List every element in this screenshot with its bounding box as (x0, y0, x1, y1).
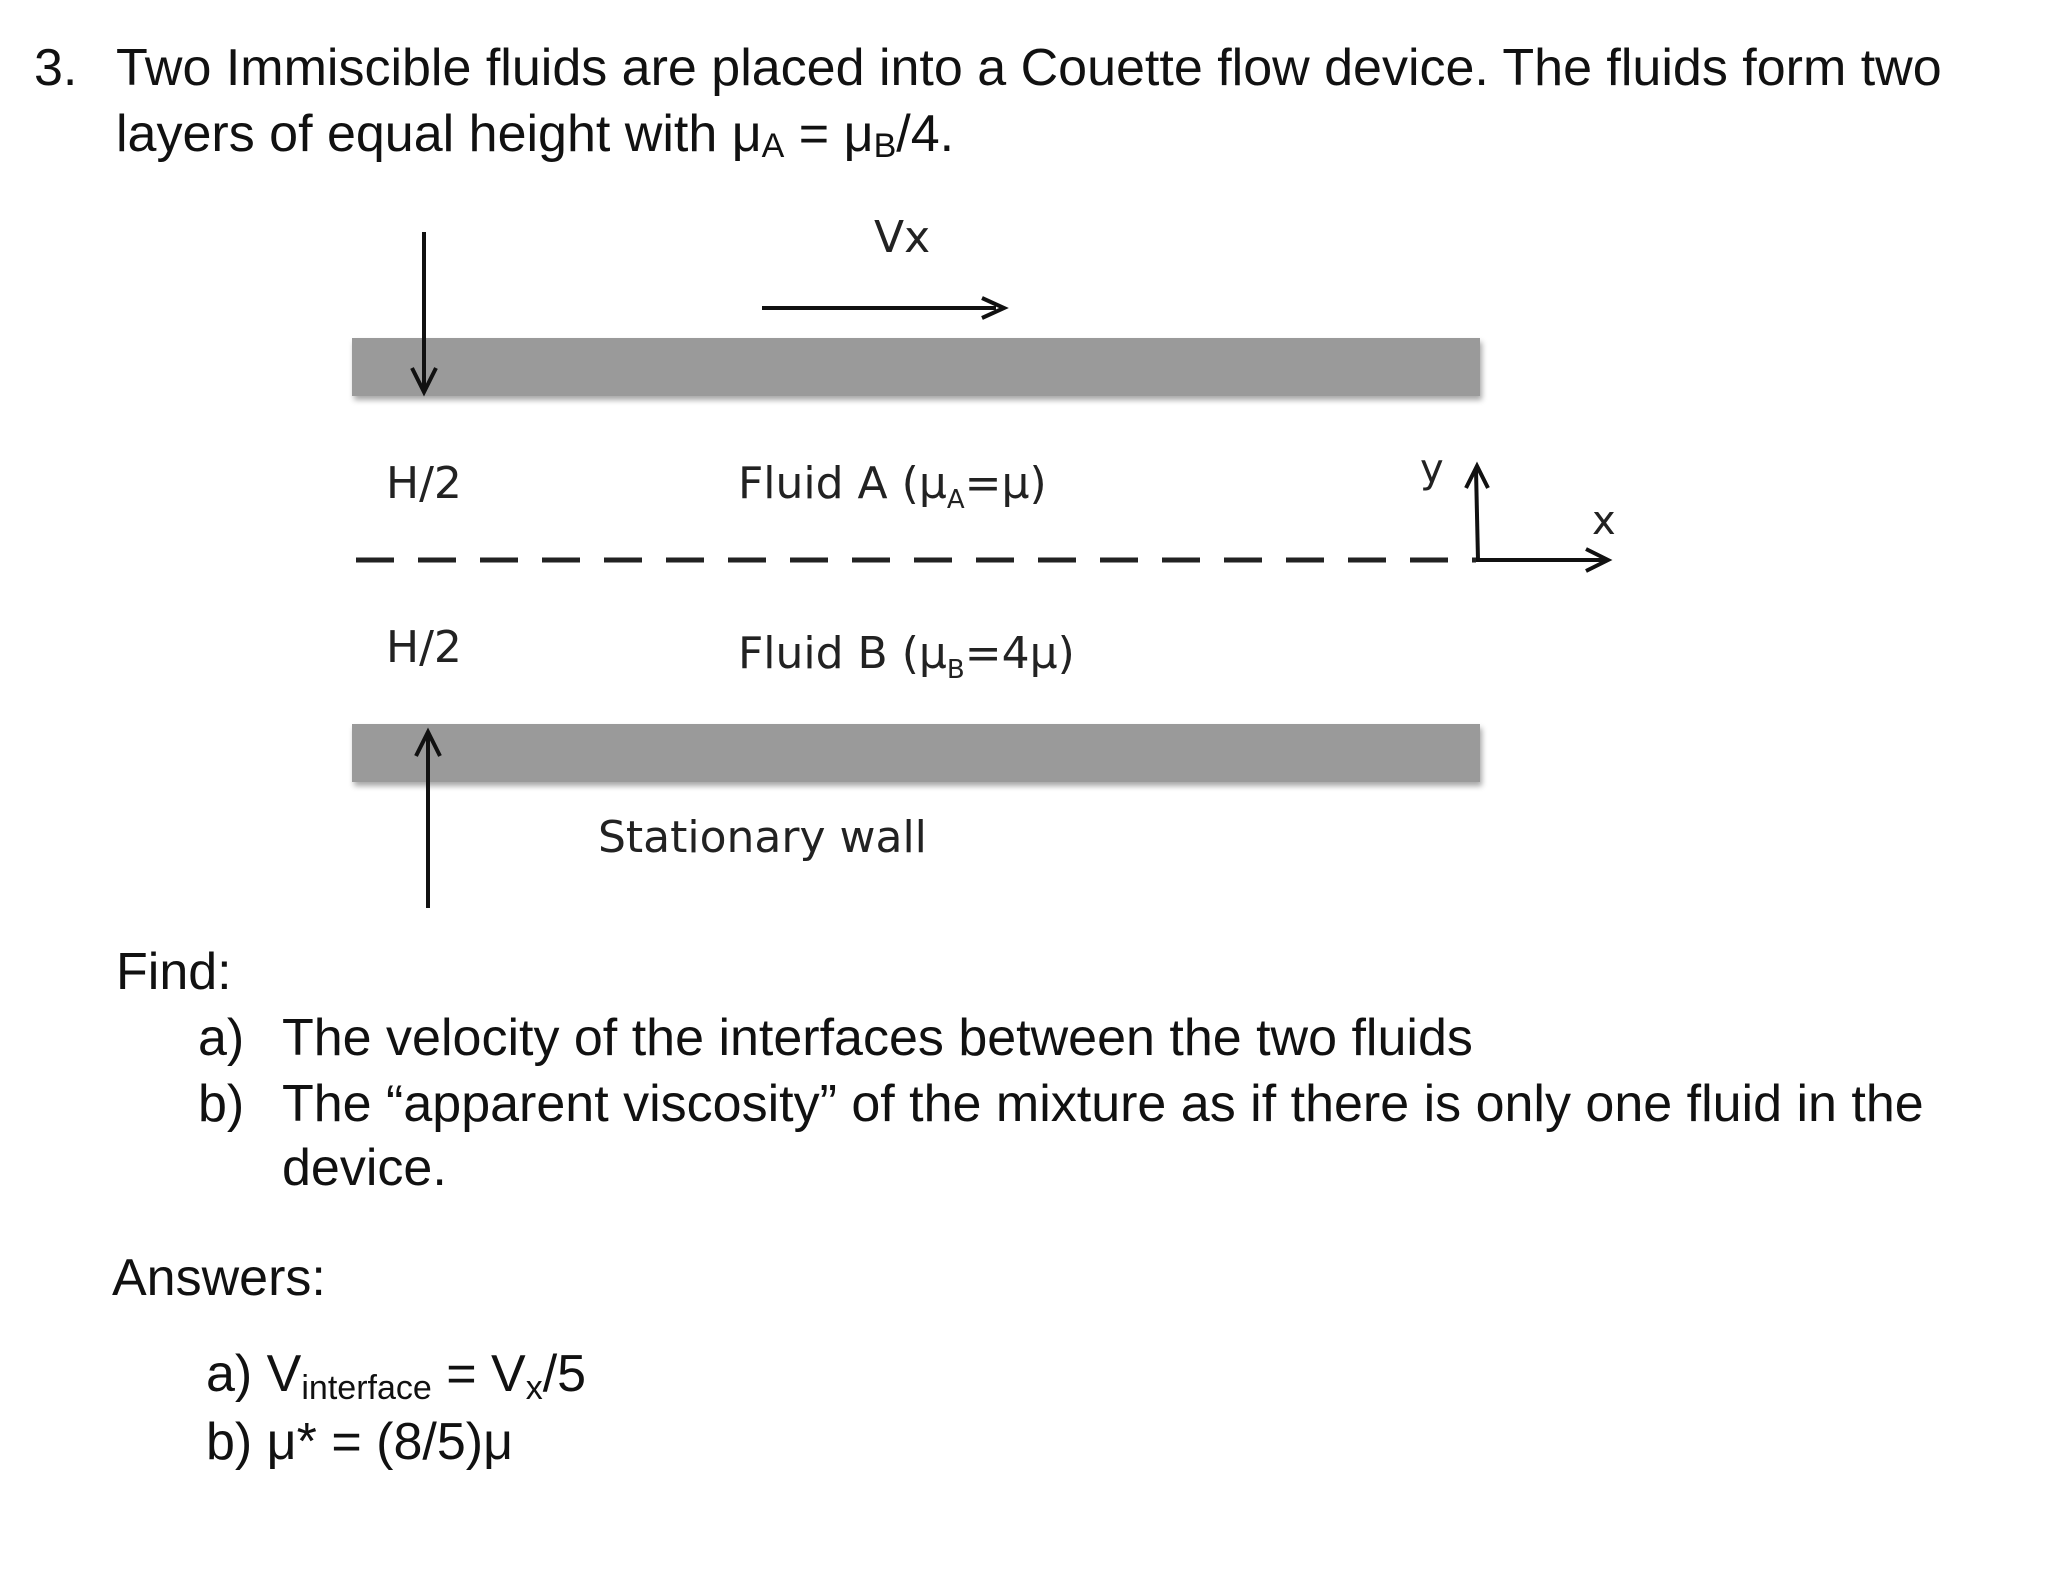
answers-heading: Answers: (112, 1249, 326, 1307)
statement-subscript-b: B (873, 127, 897, 165)
find-item-b-text: The “apparent viscosity” of the mixture … (282, 1075, 1924, 1133)
moving-top-plate (352, 338, 1480, 396)
fluid-a-text: Fluid A (μ (738, 458, 947, 509)
velocity-label: Vx (874, 212, 931, 263)
find-item-b-letter: b) (198, 1075, 245, 1133)
answer-a-text: = V (431, 1345, 526, 1403)
statement-text: = μ (784, 105, 874, 163)
stationary-bottom-plate (352, 724, 1480, 782)
problem-statement-line-1: Two Immiscible fluids are placed into a … (116, 39, 1942, 97)
statement-text: /4. (896, 105, 955, 163)
bottom-height-arrow (414, 727, 442, 908)
velocity-arrow (762, 296, 1009, 320)
answer-b: b) μ* = (8/5)μ (206, 1413, 514, 1471)
answer-a-text: a) V (206, 1345, 302, 1403)
statement-text: layers of equal height with μ (116, 105, 762, 163)
couette-flow-diagram: Vx H/2 H/2 Fluid A (μA=μ) Fluid B (μB=4μ… (352, 212, 1616, 908)
problem-number: 3. (34, 39, 78, 97)
find-item-a-text: The velocity of the interfaces between t… (282, 1009, 1473, 1067)
upper-height-label: H/2 (386, 458, 462, 509)
answer-a: a) Vinterface = Vx/5 (206, 1344, 586, 1408)
answer-a-subscript: interface (301, 1369, 432, 1407)
top-height-arrow (410, 232, 438, 397)
find-item-a-letter: a) (198, 1009, 245, 1067)
fluid-b-text: =4μ) (964, 628, 1075, 679)
fluid-a-label: Fluid A (μA=μ) (738, 458, 1047, 515)
fluid-b-text: Fluid B (μ (738, 628, 947, 679)
lower-height-label: H/2 (386, 622, 462, 673)
fluid-b-label: Fluid B (μB=4μ) (738, 628, 1075, 685)
statement-subscript-a: A (761, 127, 785, 165)
find-item-b-continuation: device. (282, 1139, 447, 1197)
stationary-wall-label: Stationary wall (598, 812, 927, 863)
fluid-a-text: =μ) (964, 458, 1047, 509)
problem-statement-line-2: layers of equal height with μA = μB/4. (116, 104, 954, 166)
answer-a-subscript-x: x (525, 1369, 543, 1407)
diagram-graphics (352, 232, 1613, 908)
fluid-b-subscript: B (946, 655, 965, 685)
x-axis-label: x (1592, 498, 1616, 544)
y-axis-label: y (1420, 446, 1444, 492)
coordinate-axes (1464, 461, 1613, 573)
find-heading: Find: (116, 943, 232, 1001)
answer-a-text: /5 (542, 1345, 587, 1403)
fluid-a-subscript: A (946, 485, 965, 515)
